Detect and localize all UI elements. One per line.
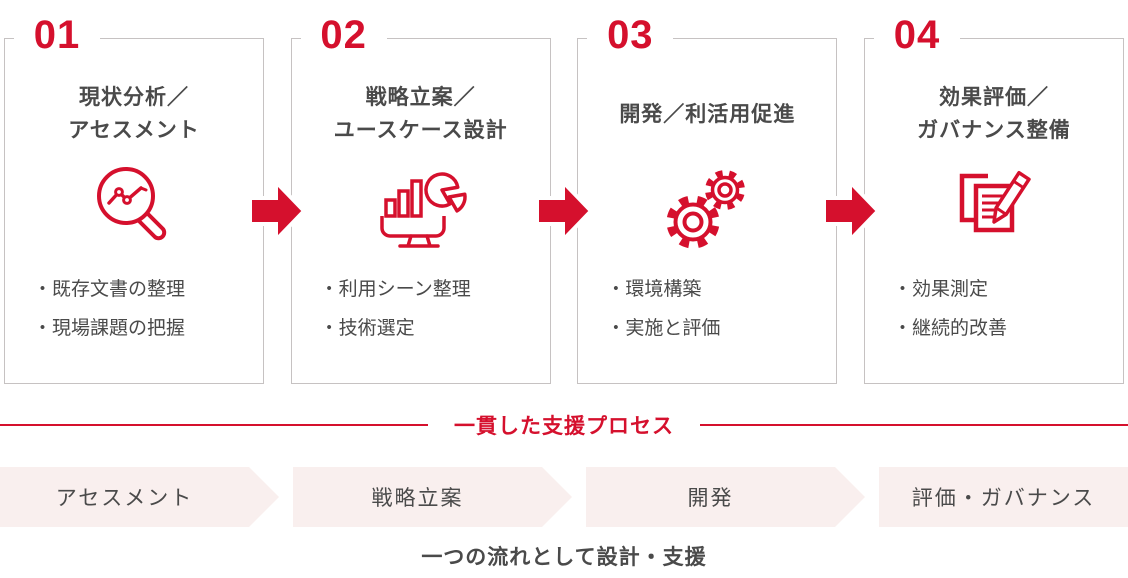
step-number-badge: 02 bbox=[300, 9, 387, 61]
step-title: 効果評価／ ガバナンス整備 bbox=[917, 81, 1071, 149]
step-icon-area bbox=[661, 149, 753, 267]
process-band-header: 一貫した支援プロセス bbox=[0, 410, 1128, 440]
step-number: 01 bbox=[33, 12, 81, 57]
step-bullet: ・環境構築 bbox=[606, 279, 702, 300]
step-number: 02 bbox=[320, 12, 367, 57]
band-line-right bbox=[700, 424, 1128, 426]
stage-label: アセスメント bbox=[55, 487, 194, 510]
bottom-caption: 一つの流れとして設計・支援 bbox=[421, 546, 707, 569]
step-title-line: ガバナンス整備 bbox=[917, 119, 1071, 142]
process-band-title: 一貫した支援プロセス bbox=[454, 415, 674, 438]
step-card-2: 02 戦略立案／ ユースケース設計 bbox=[290, 9, 551, 384]
step-card-1: 01 現状分析／ アセスメント ・既存文書の整理 ・現場課題の把握 bbox=[4, 9, 264, 384]
stage-bar-assessment: アセスメント bbox=[0, 467, 279, 527]
step-title-line: 効果評価／ bbox=[938, 86, 1049, 110]
stage-bar-development: 開発 bbox=[586, 467, 865, 527]
step-title-line: 現状分析／ bbox=[79, 86, 189, 110]
stage-bars: アセスメント 戦略立案 開発 評価・ガバナンス bbox=[0, 467, 1128, 527]
step-bullet-list: ・環境構築 ・実施と評価 bbox=[578, 271, 720, 349]
step-number-badge: 01 bbox=[14, 9, 100, 61]
step-bullet-list: ・既存文書の整理 ・現場課題の把握 bbox=[5, 271, 185, 349]
stage-label: 戦略立案 bbox=[371, 487, 464, 510]
icon-background-box bbox=[370, 158, 471, 258]
stage-label: 評価・ガバナンス bbox=[911, 487, 1096, 510]
step-bullet-list: ・利用シーン整理 ・技術選定 bbox=[292, 271, 471, 349]
step-number: 04 bbox=[893, 12, 941, 57]
stage-label: 開発 bbox=[687, 487, 734, 510]
document-pencil-icon bbox=[959, 170, 1031, 233]
step-icon-area bbox=[370, 149, 471, 267]
monitor-charts-icon bbox=[379, 172, 467, 248]
step-card-4: 04 効果評価／ ガバナンス整備 ・効果測定 ・継続的改善 bbox=[863, 9, 1124, 384]
step-title-line: 戦略立案／ bbox=[365, 86, 476, 110]
gears-icon bbox=[666, 170, 746, 249]
stage-bar-strategy: 戦略立案 bbox=[293, 467, 572, 527]
step-title: 現状分析／ アセスメント bbox=[68, 81, 200, 149]
stage-bar-evaluation: 評価・ガバナンス bbox=[879, 467, 1128, 527]
step-card-3: 03 開発／利活用促進 ・環境構築 ・実施と評価 bbox=[577, 9, 838, 384]
flow-arrow-icon bbox=[248, 177, 306, 245]
step-bullet: ・現場課題の把握 bbox=[33, 317, 186, 339]
flow-arrow-icon bbox=[822, 177, 880, 245]
magnifier-analytics-icon bbox=[97, 167, 167, 241]
step-title: 戦略立案／ ユースケース設計 bbox=[334, 81, 508, 149]
step-title-line: アセスメント bbox=[68, 119, 200, 142]
step-number: 03 bbox=[607, 12, 654, 57]
step-cards-row: 01 現状分析／ アセスメント ・既存文書の整理 ・現場課題の把握 bbox=[4, 9, 1124, 384]
step-title-line: 開発／利活用促進 bbox=[619, 102, 796, 126]
step-title-line: ユースケース設計 bbox=[333, 119, 508, 142]
step-title: 開発／利活用促進 bbox=[619, 81, 795, 149]
step-number-badge: 04 bbox=[873, 9, 960, 61]
step-bullet: ・効果測定 bbox=[892, 279, 988, 300]
step-bullet: ・既存文書の整理 bbox=[33, 279, 186, 300]
step-icon-area bbox=[948, 149, 1040, 267]
step-bullet: ・利用シーン整理 bbox=[319, 279, 471, 300]
step-number-badge: 03 bbox=[587, 9, 674, 61]
flow-arrow-icon bbox=[535, 177, 593, 245]
step-bullet: ・技術選定 bbox=[319, 317, 415, 339]
step-bullet-list: ・効果測定 ・継続的改善 bbox=[865, 271, 1007, 349]
step-bullet: ・実施と評価 bbox=[606, 317, 721, 339]
band-line-left bbox=[0, 424, 428, 426]
step-bullet: ・継続的改善 bbox=[892, 317, 1007, 339]
step-icon-area bbox=[86, 149, 182, 267]
